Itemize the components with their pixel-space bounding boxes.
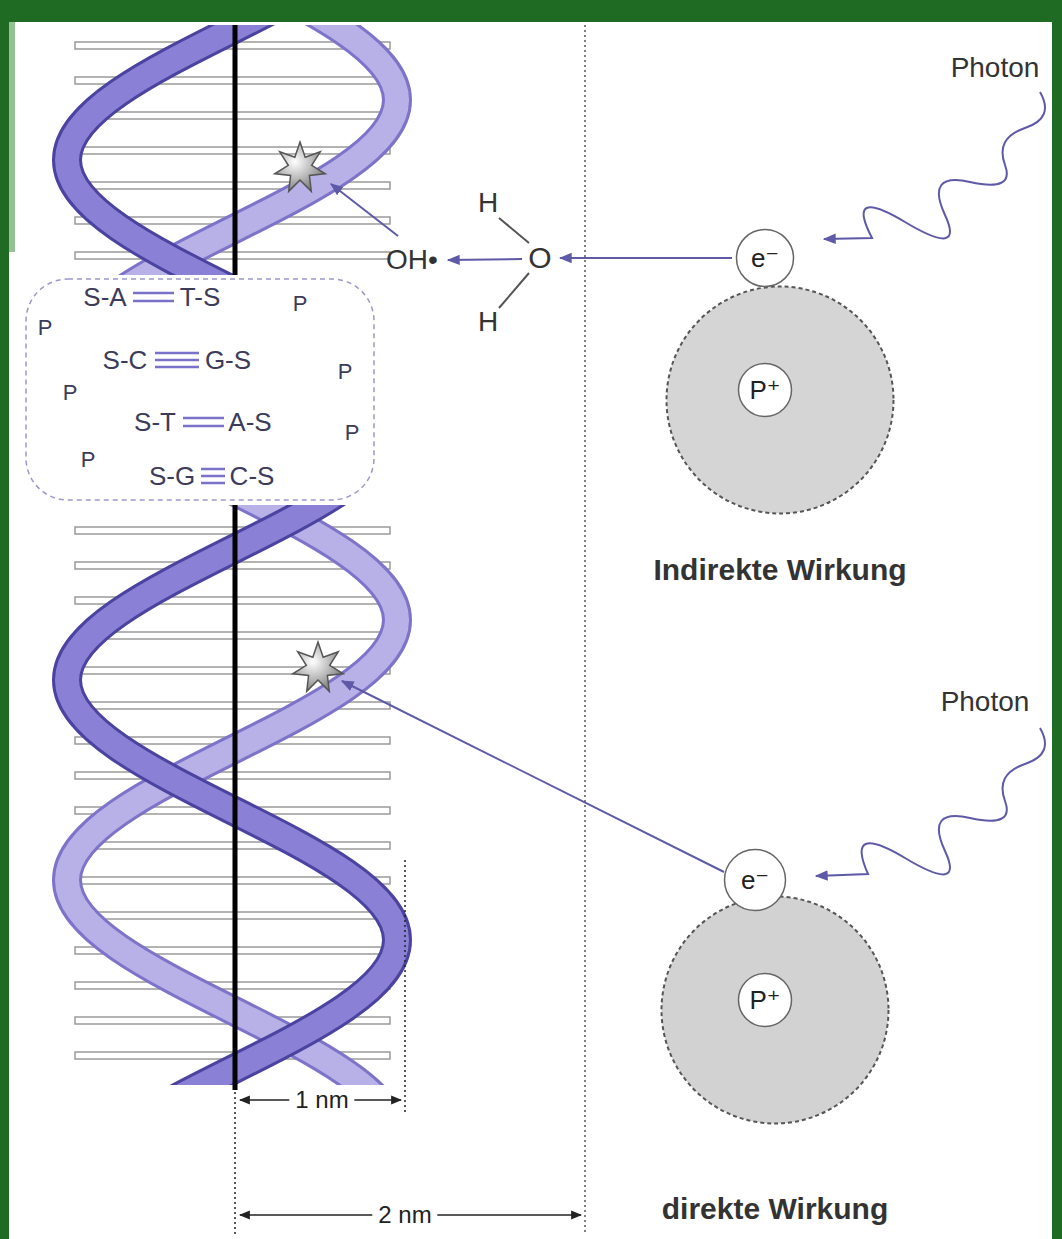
- nucleotide-label: S-T: [134, 409, 176, 435]
- particle-symbol: e⁻: [741, 866, 769, 895]
- nucleotide-label: S-A: [83, 284, 126, 310]
- helix-axis: [233, 505, 238, 1090]
- atom-caption: direkte Wirkung: [662, 1192, 888, 1225]
- hydrogen-bonds: [133, 293, 225, 483]
- electron-circle: e⁻: [735, 228, 795, 288]
- atom-symbol: O: [528, 243, 551, 273]
- atom-circle: [667, 287, 894, 514]
- damage-star: [293, 642, 344, 691]
- electron-circle: e⁻: [723, 848, 787, 912]
- photon-label: Photon: [941, 688, 1030, 716]
- electron-arrow: [560, 257, 732, 259]
- dimension-label: 1 nm: [289, 1086, 354, 1114]
- photon-wave: [816, 728, 1045, 876]
- particle-circle: [739, 364, 792, 417]
- particle-circle: [725, 850, 786, 911]
- atom-shell: direkte Wirkunge⁻P⁺: [660, 895, 890, 1125]
- inset-outline: [26, 279, 374, 500]
- particle-circle: [737, 230, 794, 287]
- dimension-label: 2 nm: [372, 1201, 437, 1229]
- frame-bar: [1052, 0, 1062, 1239]
- frame-shade: [9, 22, 15, 252]
- nucleotide-label: G-S: [205, 347, 251, 373]
- nucleotide-label: A-S: [228, 409, 271, 435]
- atom-symbol: H: [478, 308, 498, 336]
- phosphate-label: P: [293, 293, 308, 315]
- frame-bar: [0, 0, 9, 1239]
- proton-circle: P⁺: [737, 972, 793, 1028]
- phosphate-label: P: [345, 422, 360, 444]
- radical-label: OH•: [386, 246, 438, 274]
- nucleotide-label: S-G: [149, 463, 195, 489]
- water-bond: [499, 273, 529, 308]
- phosphate-label: P: [338, 361, 353, 383]
- photon-label: Photon: [951, 54, 1040, 82]
- particle-symbol: P⁺: [749, 376, 780, 405]
- atom-shell: Indirekte Wirkunge⁻P⁺: [665, 285, 895, 515]
- phosphate-label: P: [63, 382, 78, 404]
- atom-circle: [662, 897, 889, 1124]
- dimension-guide: [404, 860, 406, 1112]
- frame-bar: [0, 0, 1062, 22]
- phosphate-label: P: [38, 317, 53, 339]
- radical-arrow: [448, 259, 522, 260]
- water-bond: [499, 218, 529, 243]
- electron-arrow: [342, 681, 724, 872]
- damage-star: [275, 142, 326, 191]
- photon-wave: [824, 92, 1045, 239]
- radical-arrow: [331, 184, 398, 236]
- nucleotide-label: C-S: [230, 463, 275, 489]
- particle-symbol: e⁻: [751, 244, 779, 273]
- proton-circle: P⁺: [737, 362, 793, 418]
- divider-line: [584, 25, 586, 1235]
- nucleotide-label: T-S: [180, 284, 220, 310]
- particle-circle: [739, 974, 792, 1027]
- helix-strands: [67, 0, 397, 1200]
- phosphate-label: P: [81, 449, 96, 471]
- atom-caption: Indirekte Wirkung: [653, 553, 906, 586]
- particle-symbol: P⁺: [749, 986, 780, 1015]
- helix-axis: [233, 25, 238, 275]
- nucleotide-label: S-C: [103, 347, 148, 373]
- dimension-guide: [234, 1092, 236, 1235]
- atom-symbol: H: [478, 189, 498, 217]
